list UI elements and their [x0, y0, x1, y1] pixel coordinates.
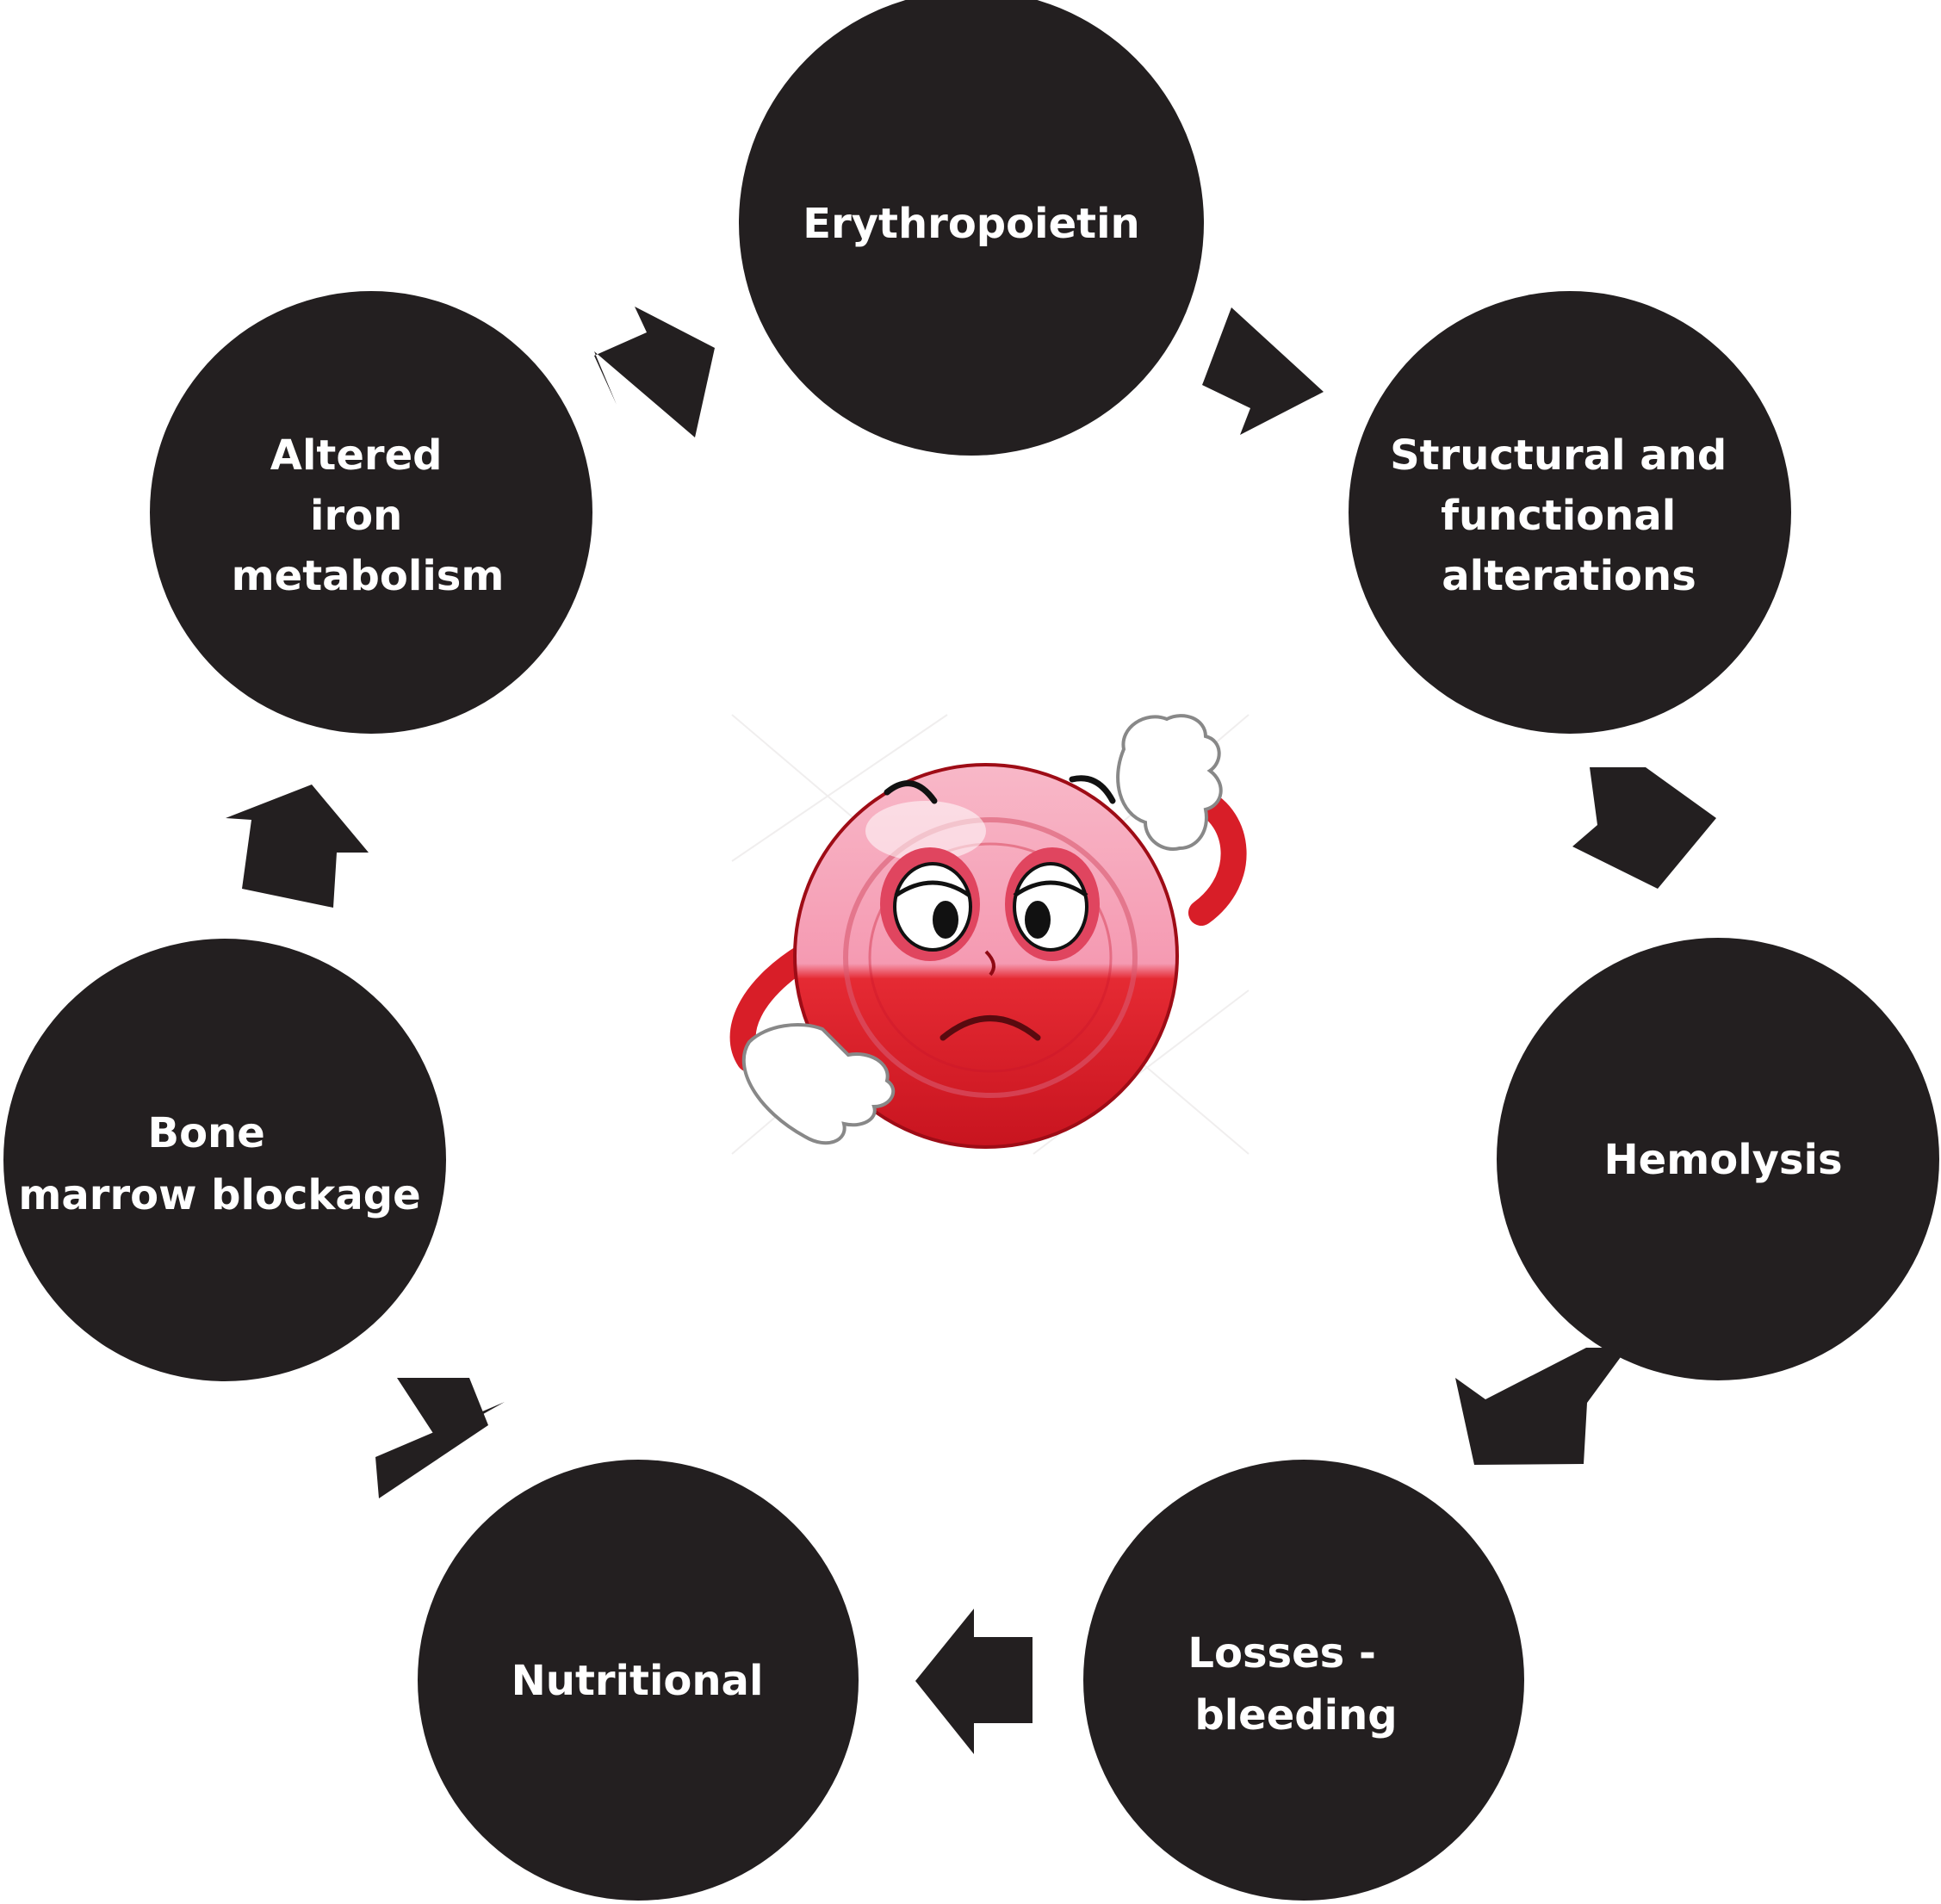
cycle-nodes	[3, 0, 1939, 1901]
label-bone-marrow-blockage: Bone marrow blockage	[18, 1109, 420, 1219]
node-bone-marrow-blockage	[3, 939, 446, 1381]
arrow-losses-to-nutritional	[915, 1609, 1033, 1754]
label-erythropoietin: Erythropoietin	[803, 200, 1139, 248]
label-hemolysis: Hemolysis	[1603, 1136, 1842, 1184]
arrow-erythropoietin-to-structural	[1202, 307, 1324, 435]
label-losses-bleeding: Losses - bleeding	[1188, 1629, 1397, 1740]
arrow-nutritional-to-bone-marrow	[375, 1378, 505, 1498]
arrow-structural-to-hemolysis	[1572, 767, 1716, 889]
sad-red-blood-cell-icon	[729, 714, 1250, 1155]
arrow-iron-to-erythropoietin	[594, 307, 715, 437]
label-structural-alterations: Structural and functional alterations	[1390, 431, 1741, 600]
node-erythropoietin	[739, 0, 1204, 456]
node-structural-alterations	[1349, 291, 1791, 734]
node-losses-bleeding	[1083, 1460, 1524, 1901]
node-hemolysis	[1497, 938, 1939, 1380]
node-nutritional	[418, 1460, 859, 1901]
node-altered-iron-metabolism	[150, 291, 592, 734]
node-labels: Erythropoietin Structural and functional…	[18, 200, 1842, 1740]
label-altered-iron-metabolism: Altered iron metabolism	[232, 431, 505, 600]
arrow-hemolysis-to-losses	[1455, 1348, 1628, 1465]
label-nutritional: Nutritional	[512, 1657, 764, 1705]
cycle-arrows	[226, 307, 1716, 1754]
arrow-bone-marrow-to-iron	[226, 785, 369, 908]
